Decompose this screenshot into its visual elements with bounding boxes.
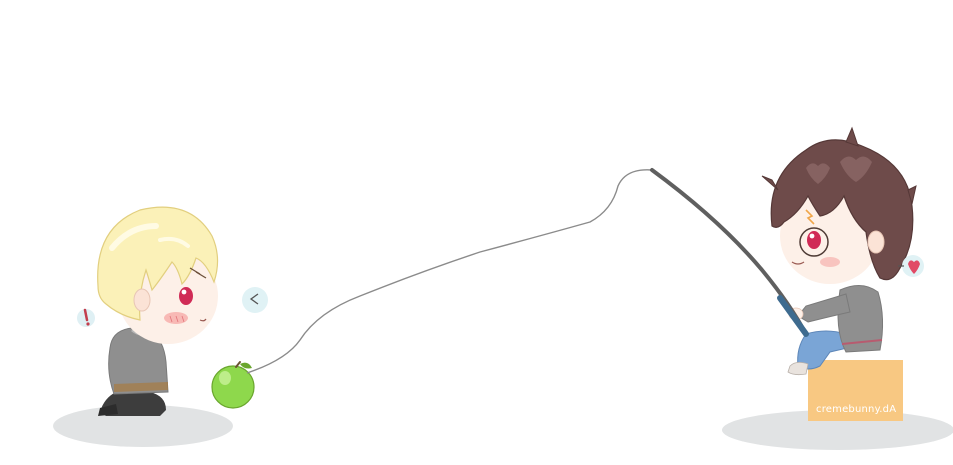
dark-haired-chibi-character: [761, 126, 917, 376]
glasses-icon: [799, 227, 829, 257]
dark-haired-sweater: [837, 285, 884, 353]
nervous-speech-bubble-icon: [242, 287, 268, 313]
fishing-line: [246, 169, 653, 374]
cardboard-box-seat: [808, 360, 903, 421]
blond-sweater: [108, 327, 169, 395]
left-ground-shadow: [53, 405, 233, 447]
blond-eye: [179, 287, 193, 305]
lightning-scar-icon: [805, 209, 815, 225]
exclamation-speech-icon: [77, 308, 95, 327]
fishing-rod: [650, 168, 809, 337]
heart-speech-bubble-icon: [898, 255, 924, 277]
dark-haired-eye: [807, 231, 821, 249]
blond-chibi-character: [97, 206, 219, 416]
artist-watermark: cremebunny.dA: [816, 404, 897, 415]
green-apple-icon: [211, 361, 255, 409]
